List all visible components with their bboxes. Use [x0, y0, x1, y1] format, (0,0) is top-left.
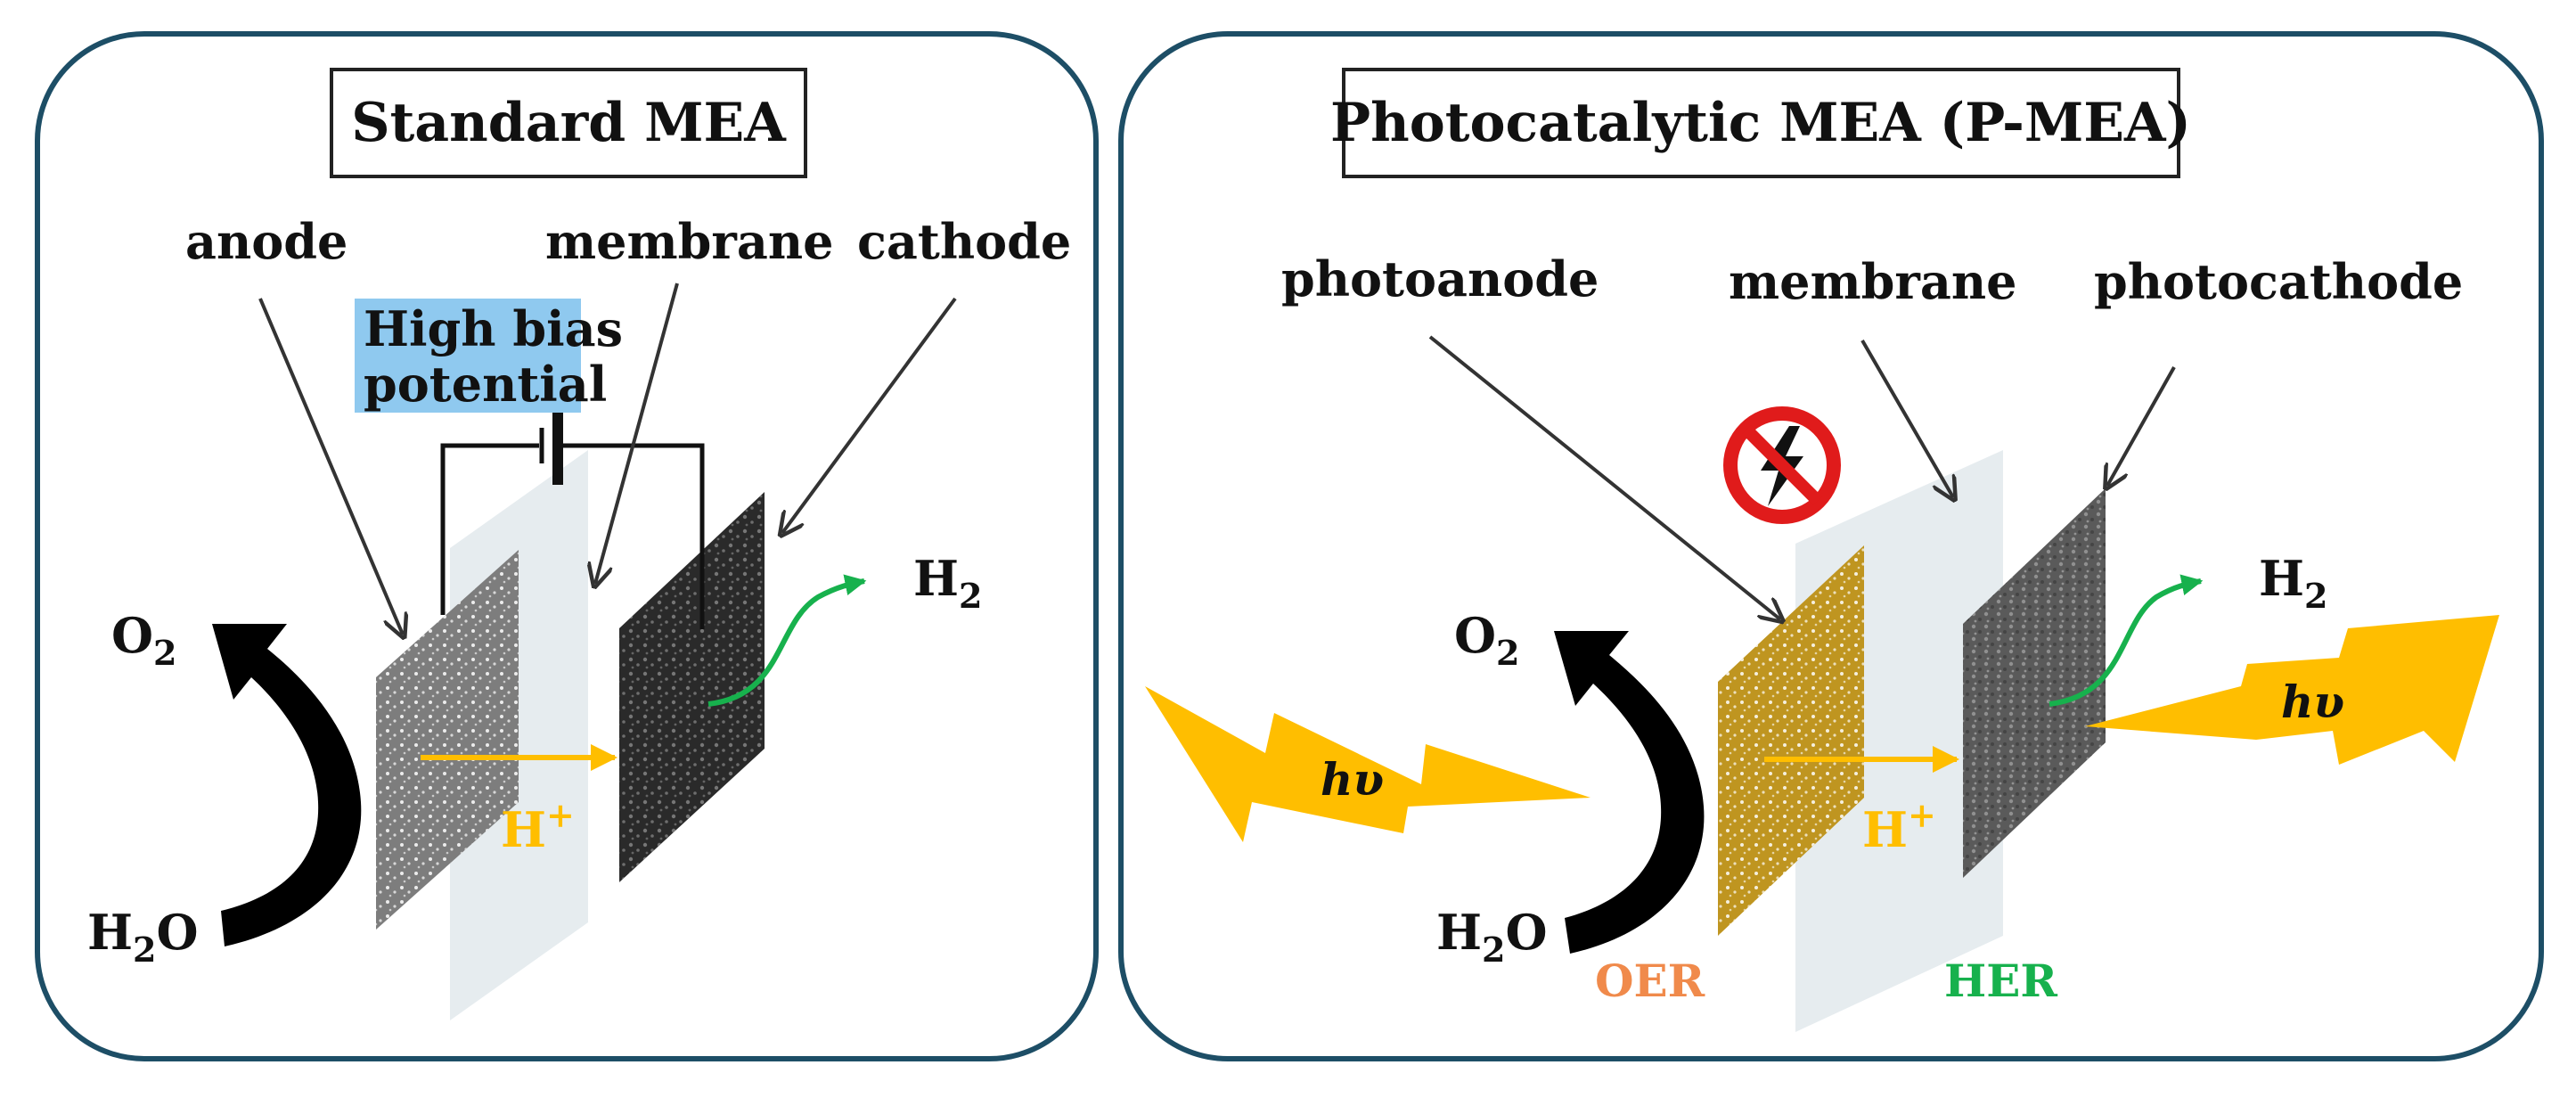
membrane-label: membrane	[545, 213, 833, 270]
standard-proton-label: H+	[501, 795, 575, 858]
photoanode-label: photoanode	[1281, 250, 1599, 307]
standard-o2-label: O2	[111, 607, 177, 673]
photocatalytic-proton-label: H+	[1862, 795, 1936, 858]
photocathode-pointer	[2107, 366, 2176, 486]
photocatalytic-h2-arrow	[2049, 574, 2204, 707]
photocatalytic-title-box	[1342, 68, 2180, 178]
oer-label: OER	[1595, 954, 1705, 1007]
anode-label: anode	[185, 213, 348, 270]
no-electricity-icon	[1723, 406, 1841, 524]
photocatalytic-water-arrow	[1554, 631, 1705, 954]
standard-h2-arrow	[707, 574, 867, 707]
standard-mea-panel: Standard MEA High bias potential anode m…	[35, 31, 1099, 1061]
photoanode-pointer	[1428, 335, 1780, 619]
photocatalytic-o2-label: O2	[1454, 607, 1520, 673]
right-light-bolt	[2085, 615, 2499, 765]
photocatalytic-h2o-label: H2O	[1436, 904, 1548, 970]
photocatalytic-membrane-pointer	[1860, 339, 1953, 497]
standard-title-box	[330, 68, 807, 178]
membrane-pointer	[595, 283, 679, 584]
photocatalytic-membrane-label: membrane	[1729, 253, 2016, 310]
bias-label-line1: High bias	[364, 300, 623, 357]
standard-title: Standard MEA	[351, 92, 787, 154]
her-label: HER	[1944, 954, 2057, 1007]
right-light-label: hυ	[2281, 676, 2344, 728]
standard-h2o-label: H2O	[87, 904, 199, 970]
bias-label-line2: potential	[364, 356, 607, 413]
anode-pointer	[258, 298, 403, 635]
left-light-label: hυ	[1321, 753, 1384, 806]
standard-water-arrow	[212, 624, 362, 946]
lightning-icon	[1145, 615, 2499, 842]
photocatalytic-title: Photocatalytic MEA (P-MEA)	[1330, 92, 2191, 154]
standard-circuit-wire	[440, 443, 539, 615]
battery-icon	[539, 408, 563, 485]
photocatalytic-mea-panel: Photocatalytic MEA (P-MEA) photoanode me…	[1118, 31, 2544, 1061]
standard-h2-label: H2	[913, 550, 982, 616]
photocatalytic-h2-label: H2	[2259, 550, 2327, 616]
bias-highlight	[355, 299, 581, 413]
cathode-pointer	[782, 297, 957, 533]
left-light-bolt	[1145, 686, 1591, 842]
cathode-label: cathode	[857, 213, 1071, 270]
photocathode-label: photocathode	[2094, 253, 2463, 310]
